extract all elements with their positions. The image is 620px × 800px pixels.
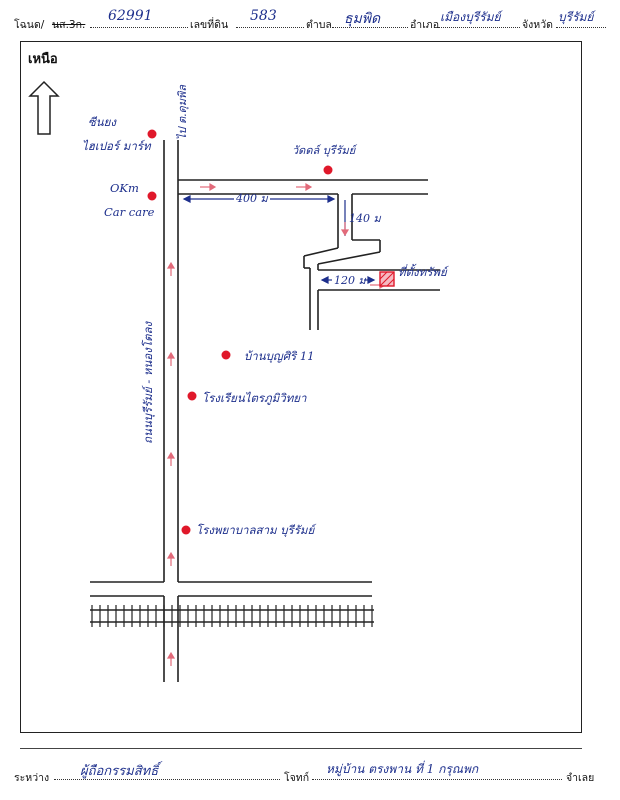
distance-1: 400 ม — [235, 192, 268, 205]
marker-village — [221, 350, 231, 360]
label-village: บ้านบุญศิริ 11 — [244, 349, 314, 363]
header: โฉนด/ นส.3ก. 62991 เลขที่ดิน 583 ตำบล ธุ… — [14, 8, 606, 34]
district-value: เมืองบุรีรัมย์ — [440, 10, 501, 24]
label-hypermart-1: ซีนยง — [88, 115, 117, 129]
party-one: ผู้ถือกรรมสิทธิ์ — [80, 764, 159, 779]
footer: ระหว่าง ผู้ถือกรรมสิทธิ์ โจทก์ หมู่บ้าน … — [14, 760, 606, 784]
bottom-road — [90, 581, 372, 597]
label-watch: วัดดล์ บุรีรัมย์ — [292, 144, 358, 157]
land-no-label: เลขที่ดิน — [190, 19, 229, 31]
label-okm-2: Car care — [104, 205, 155, 219]
province-label: จังหวัด — [522, 19, 553, 31]
top-cross-road — [178, 179, 428, 195]
marker-hospital — [181, 525, 191, 535]
deed-label: โฉนด/ — [14, 19, 45, 31]
land-number: 583 — [250, 8, 277, 24]
between-label: ระหว่าง — [14, 772, 50, 784]
defendant-label: จำเลย — [566, 772, 595, 784]
property-marker — [379, 271, 395, 287]
marker-watch — [323, 165, 333, 175]
district-label: อำเภอ — [410, 19, 440, 31]
label-okm-1: OKm — [110, 181, 139, 195]
province-value: บุรีรัมย์ — [558, 10, 594, 24]
subdistrict-label: ตำบล — [306, 19, 332, 31]
distance-2: 140 ม — [349, 212, 381, 225]
plaintiff-label: โจทก์ — [284, 772, 310, 784]
subdistrict-value: ธุมพิด — [344, 11, 381, 27]
label-hypermart-2: ไฮเปอร์ มาร์ท — [82, 139, 152, 153]
map-frame — [20, 41, 582, 733]
label-north-road: ไป ต.ดุมพิล — [176, 84, 189, 140]
direction-arrows — [166, 182, 387, 666]
label-hospital: โรงพยาบาลสาม บุรีรัมย์ — [196, 523, 317, 537]
distance-3: 120 ม — [334, 274, 366, 287]
label-school: โรงเรียนไตรภูมิวิทยา — [202, 391, 307, 405]
north-label: เหนือ — [28, 52, 58, 67]
main-road — [163, 140, 179, 682]
label-property: ที่ตั้งทรัพย์ — [398, 263, 450, 279]
label-main-road: ถนนบุรีรัมย์ - หนองโตลง — [141, 320, 155, 444]
deed-number: 62991 — [108, 8, 153, 24]
marker-school — [187, 391, 197, 401]
soi-road — [303, 194, 440, 330]
railway — [90, 605, 374, 627]
marker-hypermart — [147, 129, 157, 139]
deed-label-struck: นส.3ก. — [52, 19, 86, 31]
marker-okm — [147, 191, 157, 201]
north-arrow-icon — [28, 80, 60, 135]
place-markers — [147, 129, 333, 535]
party-two: หมู่บ้าน ตรงพาน ที่ 1 กรุณพก — [326, 762, 479, 776]
footer-divider — [20, 748, 582, 749]
